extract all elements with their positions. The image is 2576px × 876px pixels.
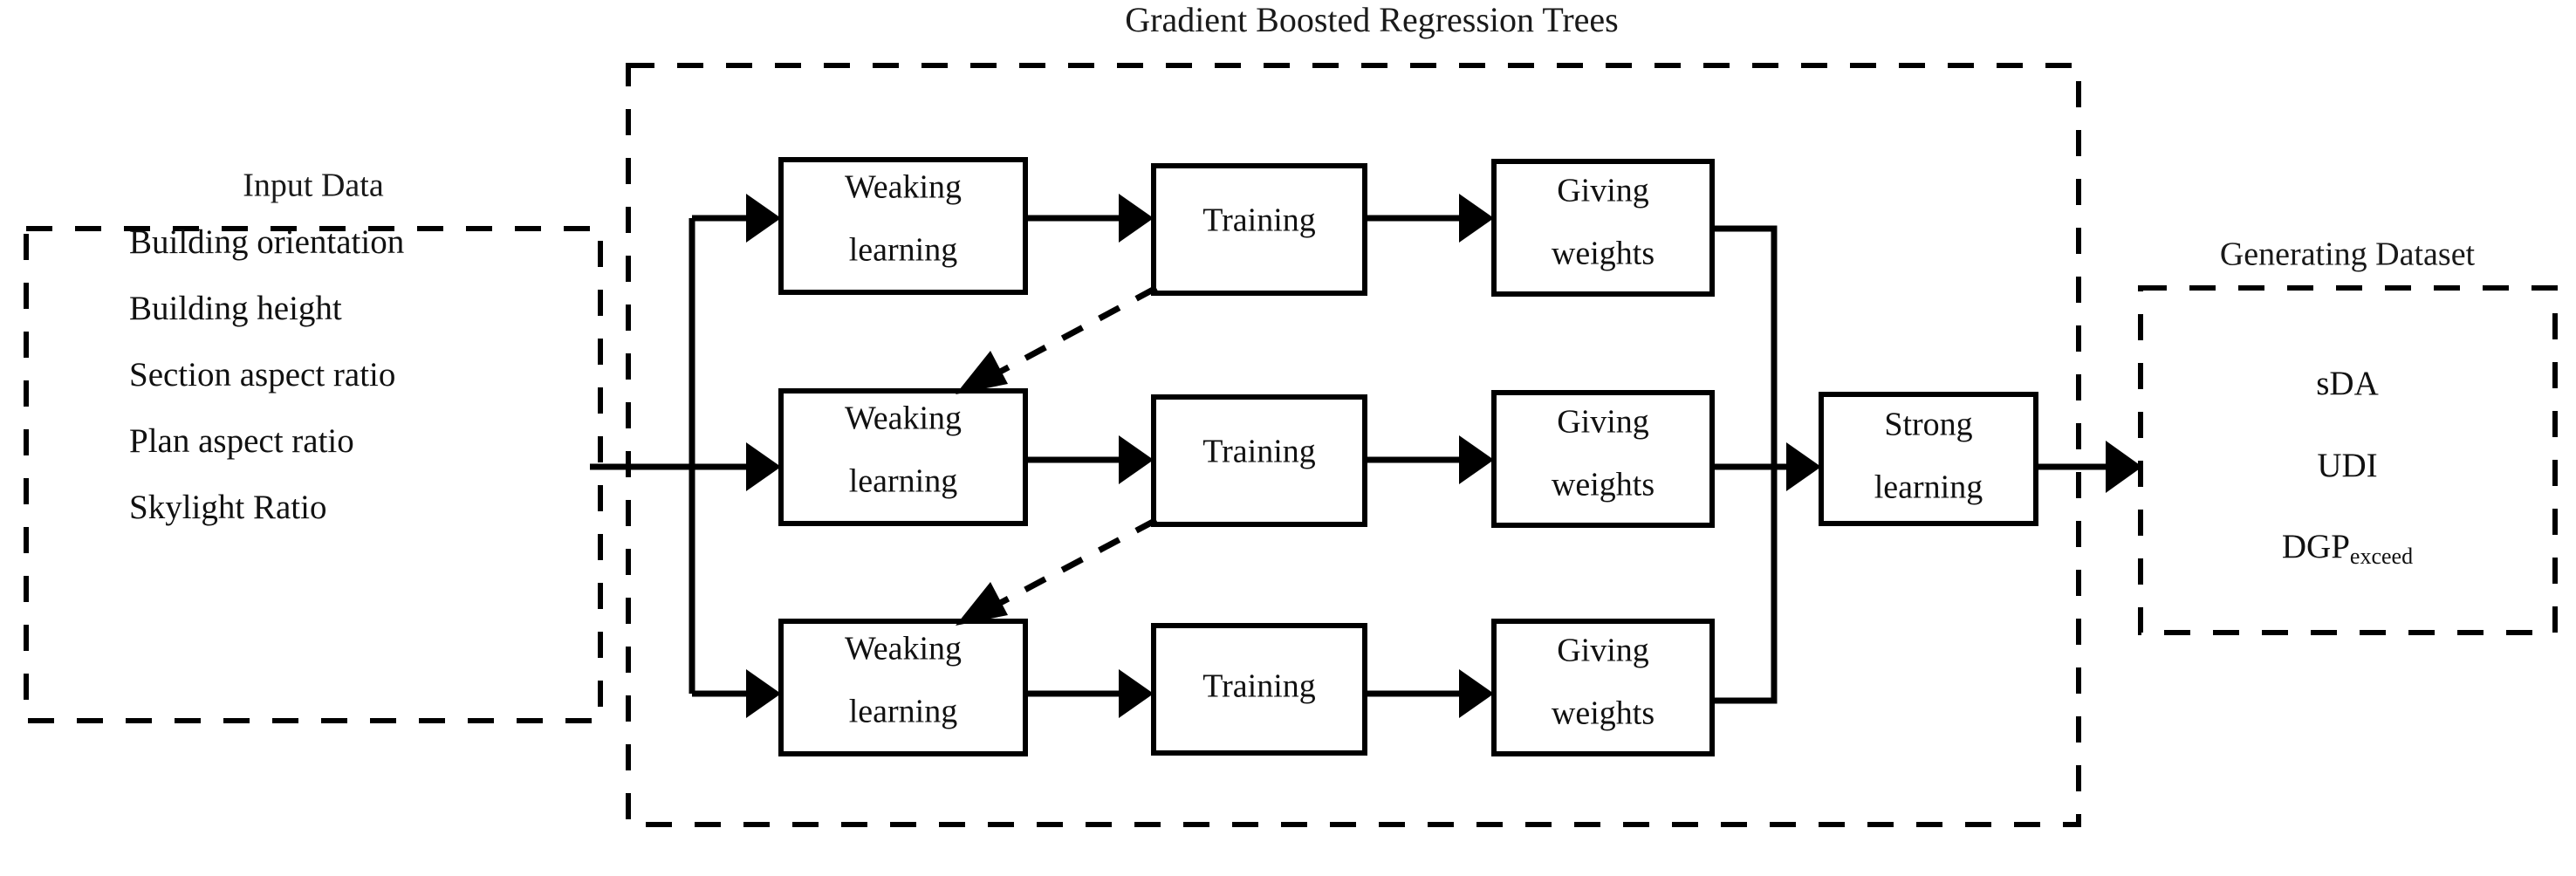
row3-training-label: Training: [1202, 668, 1316, 705]
output-panel-box: [2138, 285, 2558, 635]
arrow-head-row1-weights: [1459, 194, 1494, 243]
row1-weak-learning-label-line2: learning: [849, 232, 958, 269]
row1-giving-weights-box: [1491, 159, 1715, 297]
row3-weak-learning-label-line2: learning: [849, 694, 958, 730]
arrow-head-row2-training: [1119, 435, 1154, 484]
row3-weak-learning-label-line1: Weaking: [845, 631, 962, 667]
row2-weak-learning-label-line1: Weaking: [845, 400, 962, 437]
row1-giving-weights-label-line1: Giving: [1557, 173, 1649, 209]
output-item-udi: UDI: [2317, 447, 2377, 484]
output-item-dgp-subscript: exceed: [2350, 544, 2413, 569]
output-item-dgp-base: DGP: [2282, 528, 2350, 565]
row2-giving-weights-label-line1: Giving: [1557, 404, 1649, 441]
row2-weak-learning-label-line2: learning: [849, 463, 958, 500]
strong-learning-label-line1: Strong: [1884, 407, 1972, 443]
feedback-arrow-row2-to-row3-line: [989, 517, 1158, 612]
feedback-arrow-row1-to-row2-line: [989, 284, 1158, 380]
row3-giving-weights-label-line2: weights: [1552, 695, 1655, 732]
row1-training-box: [1151, 163, 1367, 296]
arrow-head-row3-training: [1119, 669, 1154, 718]
row1-weights-to-merge-line: [1712, 225, 1778, 467]
row1-weak-learning-box: [778, 157, 1028, 295]
input-panel-title: Input Data: [243, 168, 384, 204]
arrow-head-output: [2106, 441, 2142, 493]
row3-giving-weights-label-line1: Giving: [1557, 633, 1649, 669]
strong-learning-label-line2: learning: [1874, 469, 1983, 506]
row2-training-box: [1151, 394, 1367, 527]
row1-weak-learning-label-line1: Weaking: [845, 169, 962, 206]
output-panel-title: Generating Dataset: [2220, 236, 2476, 273]
arrow-head-row1-training: [1119, 194, 1154, 243]
arrow-head-feedback-row3: [956, 582, 1008, 626]
arrow-head-row2-weights: [1459, 435, 1494, 484]
gbrt-container: [626, 63, 2081, 827]
arrow-head-bus-row3: [746, 669, 781, 718]
row1-giving-weights-label-line2: weights: [1552, 236, 1655, 272]
strong-learning-box: [1819, 392, 2038, 526]
arrow-head-bus-row2: [746, 442, 781, 491]
row1-training-label: Training: [1202, 202, 1316, 239]
output-item-sda: sDA: [2316, 365, 2379, 402]
output-item-dgp-exceed: DGPexceed: [2282, 528, 2413, 569]
row2-weak-learning-box: [778, 388, 1028, 526]
row3-weights-to-merge-line: [1712, 467, 1778, 704]
row3-training-box: [1151, 623, 1367, 756]
row3-giving-weights-box: [1491, 619, 1715, 756]
input-item-plan-aspect-ratio: Plan aspect ratio: [129, 422, 354, 460]
row2-giving-weights-box: [1491, 390, 1715, 528]
input-item-building-orientation: Building orientation: [129, 223, 404, 261]
row2-training-label: Training: [1202, 434, 1316, 470]
arrow-head-bus-row1: [746, 194, 781, 243]
arrow-head-row3-weights: [1459, 669, 1494, 718]
input-item-skylight-ratio: Skylight Ratio: [129, 489, 326, 526]
row2-giving-weights-label-line2: weights: [1552, 467, 1655, 503]
arrow-head-feedback-row2: [956, 351, 1008, 394]
input-item-section-aspect-ratio: Section aspect ratio: [129, 356, 395, 394]
gbrt-title: Gradient Boosted Regression Trees: [1125, 0, 1619, 39]
row3-weak-learning-box: [778, 619, 1028, 756]
input-item-building-height: Building height: [129, 290, 342, 327]
arrow-head-strong-learning: [1786, 442, 1821, 491]
